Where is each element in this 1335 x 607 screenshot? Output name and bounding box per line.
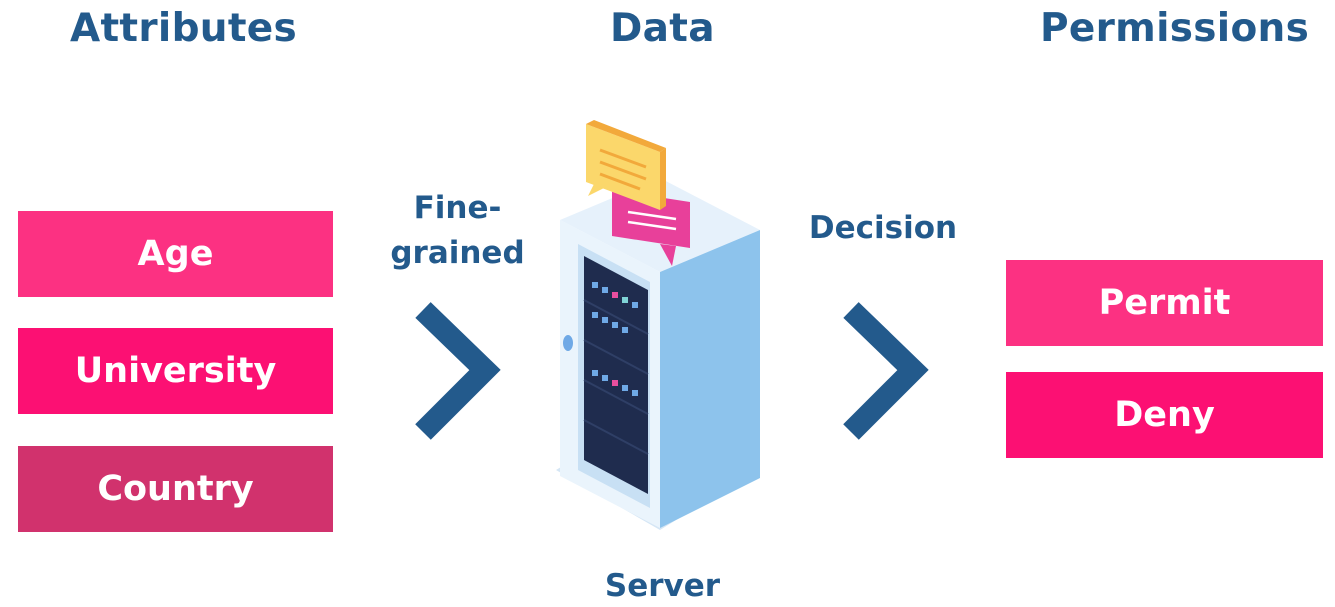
data-heading: Data <box>610 6 715 51</box>
chevron-right-icon <box>415 302 501 440</box>
permission-permit-box: Permit <box>1006 260 1323 346</box>
chat-bubble-icon <box>586 120 690 266</box>
decision-label: Decision <box>808 210 958 246</box>
attribute-country-box: Country <box>18 446 333 532</box>
attribute-university-label: University <box>74 351 277 391</box>
attribute-age-label: Age <box>137 234 214 274</box>
attribute-country-label: Country <box>97 469 254 509</box>
permission-deny-box: Deny <box>1006 372 1323 458</box>
fine-grained-line2: grained <box>390 235 525 271</box>
server-label: Server <box>604 568 721 604</box>
fine-grained-label: Fine- grained <box>370 186 545 276</box>
permission-deny-label: Deny <box>1114 395 1215 435</box>
attribute-university-box: University <box>18 328 333 414</box>
fine-grained-line1: Fine- <box>413 190 502 226</box>
chevron-right-icon <box>843 302 929 440</box>
attribute-age-box: Age <box>18 211 333 297</box>
attributes-heading: Attributes <box>70 6 298 51</box>
permissions-heading: Permissions <box>1040 6 1310 51</box>
permission-permit-label: Permit <box>1098 283 1231 323</box>
